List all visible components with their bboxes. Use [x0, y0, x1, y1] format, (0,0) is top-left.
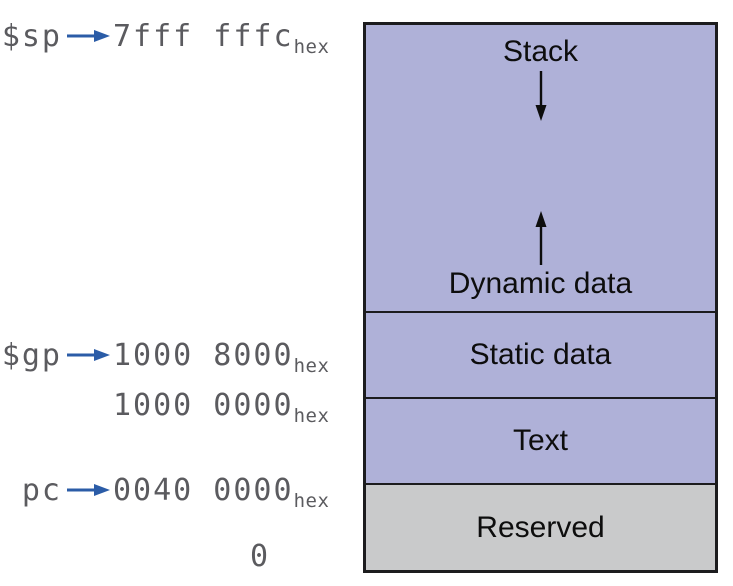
right-arrow-icon [67, 484, 110, 496]
hex-subscript: hex [293, 35, 330, 58]
dynamic-data-label: Dynamic data [448, 267, 633, 300]
segment-reserved: Reserved [366, 483, 715, 570]
pointer-row-sp: $sp 7fff fffchex [0, 16, 330, 58]
register-pc-label: pc [21, 472, 62, 508]
register-gp-label: $gp [1, 337, 62, 373]
address-row-text-start: 1000 0000hex [0, 385, 330, 427]
right-arrow-icon [67, 349, 110, 361]
address-pc: 0040 0000hex [113, 472, 330, 512]
up-arrow-icon [535, 211, 546, 265]
pointer-row-gp: $gp 1000 8000hex [0, 335, 330, 377]
memory-box: Stack Dynamic data Static data Text Rese… [363, 22, 718, 573]
stack-label: Stack [502, 35, 579, 68]
address-zero: 0 [250, 539, 269, 574]
address-gp: 1000 8000hex [113, 337, 330, 377]
hex-subscript: hex [293, 354, 330, 377]
static-data-label: Static data [469, 338, 612, 371]
segment-static-data: Static data [366, 311, 715, 397]
right-arrow-icon [67, 30, 110, 42]
address-sp: 7fff fffchex [113, 18, 330, 58]
reserved-label: Reserved [476, 510, 605, 544]
pointer-row-pc: pc 0040 0000hex [0, 470, 330, 512]
address-text-start: 1000 0000hex [113, 387, 330, 427]
register-sp-label: $sp [1, 18, 62, 54]
hex-subscript: hex [293, 404, 330, 427]
segment-stack-dynamic: Stack Dynamic data [366, 25, 715, 311]
hex-subscript: hex [293, 489, 330, 512]
text-segment-label: Text [512, 424, 569, 457]
down-arrow-icon [535, 71, 546, 121]
segment-text: Text [366, 397, 715, 483]
